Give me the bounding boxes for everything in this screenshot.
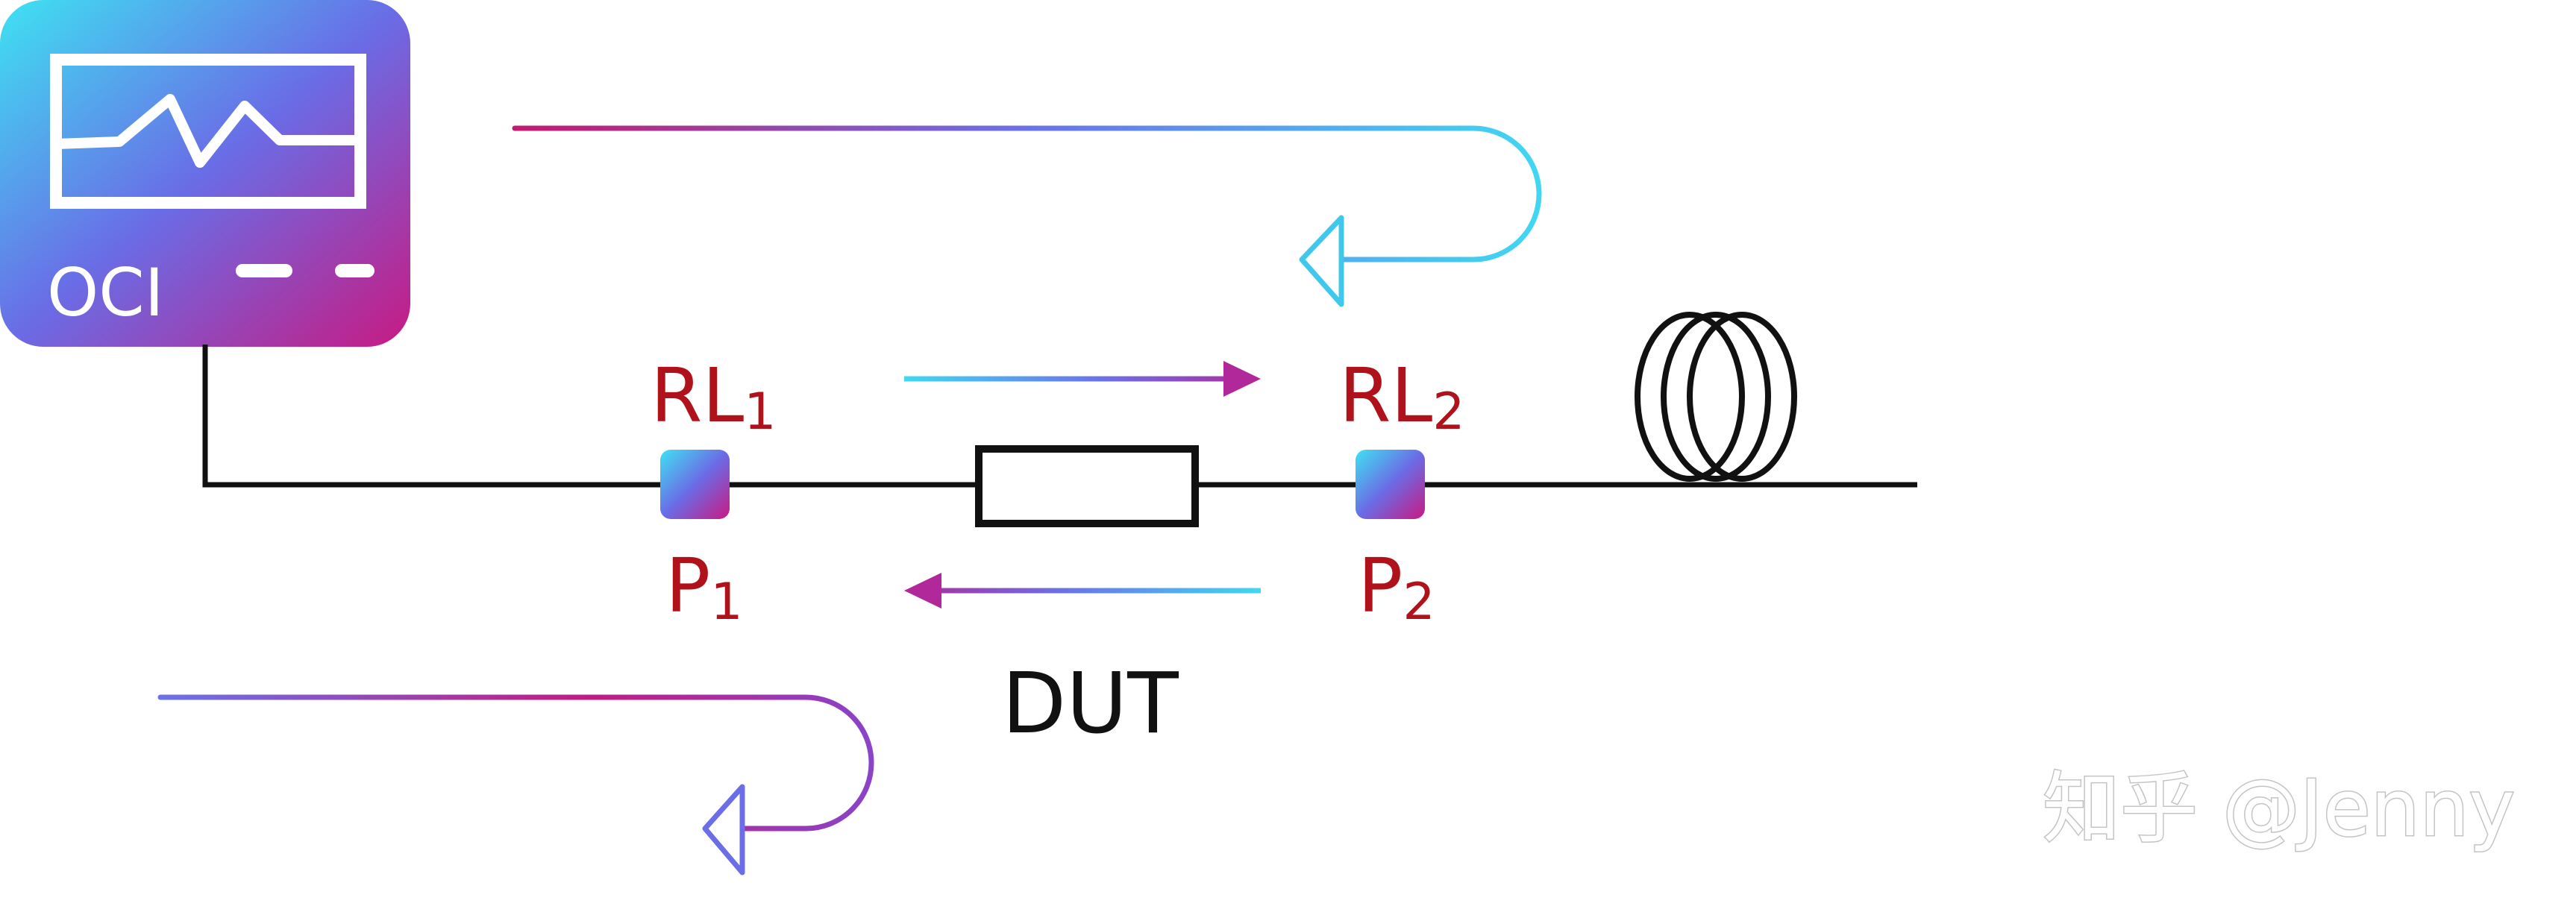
p1-label: P1: [665, 542, 743, 632]
oci-trace: [51, 94, 366, 168]
top-loop-path: [512, 125, 1542, 263]
backward-arrowhead: [904, 573, 941, 609]
fiber-coil-3: [1687, 312, 1797, 482]
forward-arrowhead: [1223, 361, 1261, 397]
fiber-coil-2: [1661, 312, 1771, 482]
rl2-main: RL: [1339, 352, 1432, 439]
rl2-label: RL2: [1339, 352, 1464, 441]
rl2-sub: 2: [1432, 383, 1464, 441]
p2-sub: 2: [1403, 573, 1435, 632]
oci-screen: [50, 54, 366, 209]
dut-label: DUT: [1002, 656, 1179, 752]
top-loop-arrowhead: [1299, 215, 1344, 307]
oci-body: [0, 0, 410, 347]
p2-main: P: [1358, 542, 1403, 629]
top-loop-arrow: [512, 125, 1542, 307]
oci-label: OCI: [47, 254, 164, 331]
fiber-spool-icon: [1635, 312, 1797, 482]
watermark: 知乎 @Jenny: [2043, 763, 2515, 854]
p2-label: P2: [1358, 542, 1435, 632]
rl1-sub: 1: [744, 383, 776, 441]
p1-main: P: [665, 542, 710, 629]
rl1-label: RL1: [651, 352, 776, 441]
fiber-coil-1: [1635, 312, 1745, 482]
port-1-connector: [660, 450, 730, 519]
forward-arrow: [904, 361, 1261, 397]
dut: DUT: [975, 445, 1199, 752]
oci-instrument: OCI: [0, 0, 410, 347]
dut-box: [975, 445, 1199, 527]
p1-sub: 1: [710, 573, 742, 632]
bottom-loop-arrow: [157, 694, 874, 876]
fiber-line: [202, 345, 1917, 488]
bottom-loop-arrowhead: [702, 784, 745, 876]
bottom-loop-path: [157, 694, 874, 832]
backward-arrow: [904, 573, 1261, 609]
port-1: RL1 P1: [651, 352, 776, 632]
port-2: RL2 P2: [1339, 352, 1464, 632]
rl1-main: RL: [651, 352, 744, 439]
port-2-connector: [1356, 450, 1425, 519]
